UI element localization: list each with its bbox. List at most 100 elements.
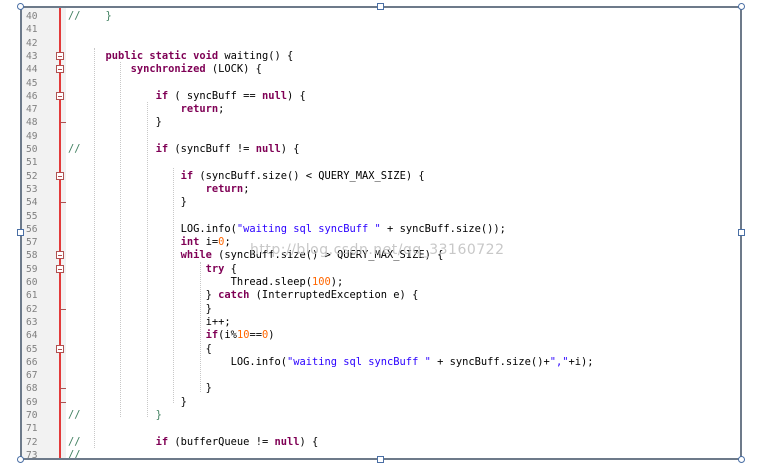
resize-handle-bottom-left[interactable] bbox=[17, 456, 24, 463]
fold-collapse-icon[interactable] bbox=[56, 65, 64, 74]
code-token: } bbox=[68, 116, 162, 129]
code-line[interactable]: 47 return; bbox=[22, 103, 740, 116]
code-token: ( syncBuff == bbox=[168, 89, 262, 102]
code-token: LOG.info( bbox=[68, 222, 237, 235]
fold-collapse-icon[interactable] bbox=[56, 264, 64, 273]
resize-handle-top[interactable] bbox=[377, 3, 384, 10]
code-line[interactable]: 48 } bbox=[22, 116, 740, 129]
resize-handle-left[interactable] bbox=[17, 229, 24, 236]
code-line[interactable]: 46 if ( syncBuff == null) { bbox=[22, 90, 740, 103]
code-line[interactable]: 62 } bbox=[22, 303, 740, 316]
code-token: ); bbox=[330, 276, 344, 288]
code-token bbox=[68, 90, 156, 102]
code-line[interactable]: 57 int i=0; bbox=[22, 236, 740, 249]
code-line[interactable]: 54 } bbox=[22, 196, 740, 209]
code-line[interactable]: 65 { bbox=[22, 343, 740, 356]
code-token: LOG.info( bbox=[68, 355, 287, 368]
code-line[interactable]: 49 bbox=[22, 130, 740, 143]
line-number: 51 bbox=[26, 157, 38, 169]
fold-end-marker bbox=[60, 122, 66, 124]
fold-collapse-icon[interactable] bbox=[56, 344, 64, 353]
code-token: (syncBuff != bbox=[168, 143, 256, 155]
code-token: // bbox=[68, 435, 156, 448]
line-number: 45 bbox=[26, 77, 38, 89]
code-token bbox=[68, 263, 206, 275]
code-text: // if (bufferQueue != null) { bbox=[68, 436, 318, 449]
code-line[interactable]: 41 bbox=[22, 23, 740, 36]
code-line[interactable]: 53 return; bbox=[22, 183, 740, 196]
code-line[interactable]: 45 bbox=[22, 77, 740, 90]
line-number: 60 bbox=[26, 277, 38, 288]
code-line[interactable]: 52 if (syncBuff.size() < QUERY_MAX_SIZE)… bbox=[22, 170, 740, 183]
code-line[interactable]: 56 LOG.info("waiting sql syncBuff " + sy… bbox=[22, 223, 740, 236]
line-number: 50 bbox=[26, 144, 38, 155]
code-token: ) { bbox=[286, 89, 306, 102]
code-line[interactable]: 71 bbox=[22, 422, 740, 435]
fold-collapse-icon[interactable] bbox=[56, 171, 64, 180]
code-token: null bbox=[261, 89, 287, 102]
code-token: null bbox=[255, 143, 281, 155]
code-token bbox=[68, 329, 206, 341]
code-token bbox=[68, 63, 131, 75]
code-line[interactable]: 61 } catch (InterruptedException e) { bbox=[22, 289, 740, 302]
code-token: "," bbox=[549, 355, 569, 368]
fold-collapse-icon[interactable] bbox=[56, 251, 64, 260]
code-line[interactable]: 72// if (bufferQueue != null) { bbox=[22, 436, 740, 449]
code-line[interactable]: 70// } bbox=[22, 409, 740, 422]
code-token: try bbox=[205, 262, 225, 275]
line-number: 53 bbox=[26, 183, 38, 195]
code-line[interactable]: 67 bbox=[22, 369, 740, 382]
code-token: (syncBuff.size() > QUERY_MAX_SIZE) { bbox=[211, 249, 444, 262]
fold-collapse-icon[interactable] bbox=[56, 91, 64, 100]
fold-collapse-icon[interactable] bbox=[56, 51, 64, 60]
code-line[interactable]: 68 } bbox=[22, 382, 740, 395]
code-line[interactable]: 64 if(i%10==0) bbox=[22, 329, 740, 342]
code-token: if bbox=[155, 435, 169, 448]
line-number: 42 bbox=[26, 37, 38, 49]
code-line[interactable]: 43 public static void waiting() { bbox=[22, 50, 740, 63]
code-token: (syncBuff.size() < QUERY_MAX_SIZE) { bbox=[193, 169, 425, 182]
code-token: 10 bbox=[236, 329, 250, 342]
code-token: (i% bbox=[218, 329, 237, 342]
code-line[interactable]: 42 bbox=[22, 37, 740, 50]
code-token: ) bbox=[268, 329, 275, 342]
code-line[interactable]: 59 try { bbox=[22, 263, 740, 276]
code-line[interactable]: 58 while (syncBuff.size() > QUERY_MAX_SI… bbox=[22, 249, 740, 262]
watermark-text: http://blog.csdn.net/qq_33160722 bbox=[250, 242, 505, 258]
code-token bbox=[68, 103, 181, 115]
code-line[interactable]: 50// if (syncBuff != null) { bbox=[22, 143, 740, 156]
code-text: LOG.info("waiting sql syncBuff " + syncB… bbox=[68, 356, 594, 369]
code-line[interactable]: 55 bbox=[22, 210, 740, 223]
code-token: synchronized bbox=[130, 63, 206, 76]
code-token: if bbox=[155, 143, 169, 155]
code-token: public static void bbox=[105, 49, 219, 62]
resize-handle-bottom-right[interactable] bbox=[738, 456, 745, 463]
resize-handle-top-right[interactable] bbox=[738, 3, 745, 10]
line-number: 65 bbox=[26, 343, 38, 355]
code-token: i++; bbox=[68, 315, 231, 328]
code-token bbox=[68, 50, 106, 62]
code-line[interactable]: 63 i++; bbox=[22, 316, 740, 329]
code-token bbox=[68, 249, 181, 261]
code-line[interactable]: 73// bbox=[22, 449, 740, 458]
code-token: waiting() { bbox=[218, 49, 294, 62]
resize-handle-right[interactable] bbox=[738, 229, 745, 236]
code-line[interactable]: 69 } bbox=[22, 396, 740, 409]
code-line[interactable]: 66 LOG.info("waiting sql syncBuff " + sy… bbox=[22, 356, 740, 369]
line-number: 46 bbox=[26, 90, 38, 102]
code-token: ) { bbox=[280, 143, 300, 155]
line-number: 69 bbox=[26, 396, 38, 408]
code-line[interactable]: 40// } bbox=[22, 10, 740, 23]
code-line[interactable]: 60 Thread.sleep(100); bbox=[22, 276, 740, 289]
code-token: null bbox=[274, 435, 300, 448]
resize-handle-top-left[interactable] bbox=[17, 3, 24, 10]
resize-handle-bottom[interactable] bbox=[377, 456, 384, 463]
code-token: } bbox=[68, 196, 187, 209]
code-token: ) { bbox=[299, 435, 319, 448]
code-line[interactable]: 44 synchronized (LOCK) { bbox=[22, 63, 740, 76]
code-text: int i=0; bbox=[68, 236, 231, 249]
code-token: i= bbox=[199, 236, 219, 249]
code-line[interactable]: 51 bbox=[22, 156, 740, 169]
code-token: ; bbox=[224, 236, 231, 249]
